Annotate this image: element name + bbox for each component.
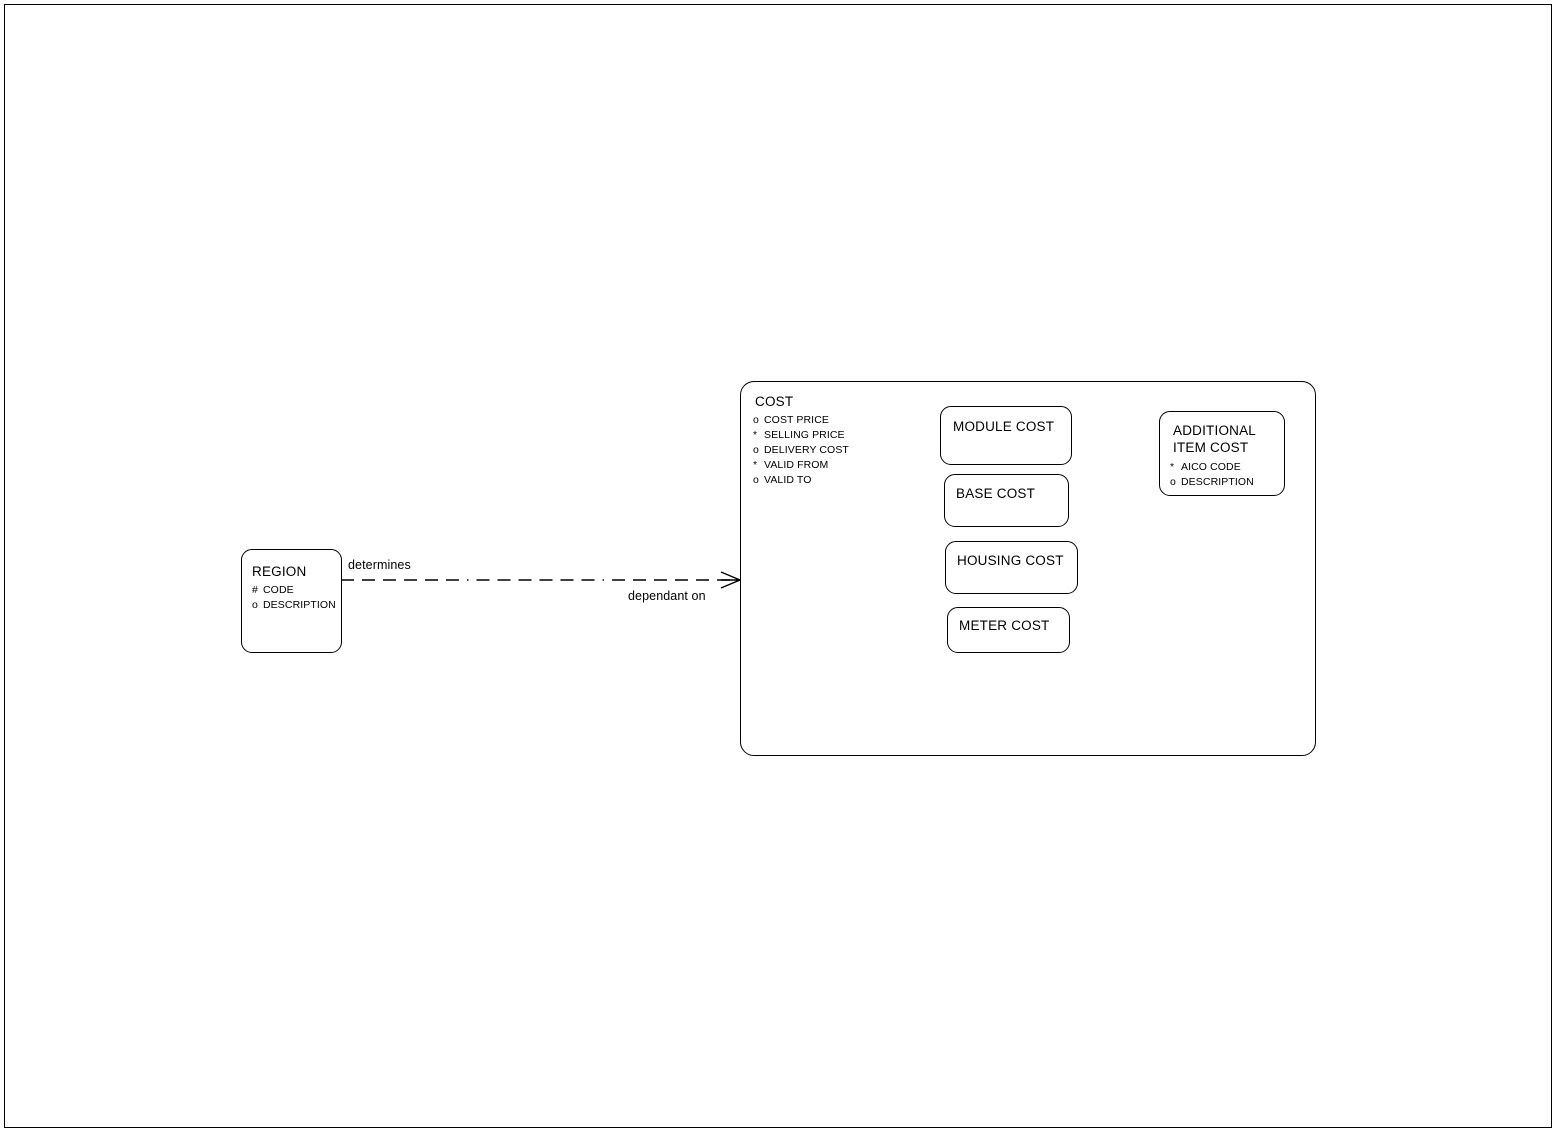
entity-region-title: REGION [252,564,307,579]
attribute-marker: # [252,584,258,596]
attribute-marker: * [1170,461,1175,473]
entity-title-line-2: ITEM COST [1173,439,1249,455]
attribute-marker: o [753,414,759,426]
attribute-label: DESCRIPTION [263,599,336,611]
attribute-marker: * [753,459,758,471]
entity-region[interactable]: REGION # CODE o DESCRIPTION [241,549,342,653]
entity-additional-item-cost-title: ADDITIONAL ITEM COST [1173,423,1256,456]
attribute-label: SELLING PRICE [764,429,845,441]
entity-housing-cost-title: HOUSING COST [957,553,1064,568]
attribute-row: o VALID TO [753,473,849,488]
attribute-row: * VALID FROM [753,458,849,473]
entity-housing-cost[interactable]: HOUSING COST [945,541,1078,594]
attribute-marker: o [252,599,258,611]
entity-cost-title: COST [755,394,794,409]
attribute-label: DELIVERY COST [764,444,849,456]
entity-module-cost-title: MODULE COST [953,419,1055,434]
entity-module-cost[interactable]: MODULE COST [940,406,1072,465]
attribute-marker: o [753,444,759,456]
entity-region-attributes: # CODE o DESCRIPTION [252,583,336,613]
attribute-row: o DELIVERY COST [753,443,849,458]
attribute-label: VALID FROM [764,459,829,471]
attribute-label: AICO CODE [1181,461,1241,473]
attribute-marker: o [1170,476,1176,488]
entity-meter-cost[interactable]: METER COST [947,607,1070,653]
attribute-row: o COST PRICE [753,413,849,428]
entity-base-cost-title: BASE COST [956,486,1036,501]
entity-meter-cost-title: METER COST [959,618,1050,633]
relationship-label-determines: determines [348,558,411,572]
relationship-label-dependant-on: dependant on [628,589,706,603]
entity-additional-item-cost[interactable]: ADDITIONAL ITEM COST * AICO CODE o DESCRIP… [1159,411,1285,496]
page-frame [4,4,1552,1128]
entity-base-cost[interactable]: BASE COST [944,474,1069,527]
attribute-row: o DESCRIPTION [1170,475,1254,490]
attribute-row: o DESCRIPTION [252,598,336,613]
attribute-row: * AICO CODE [1170,460,1254,475]
attribute-label: VALID TO [764,474,812,486]
entity-additional-item-cost-attributes: * AICO CODE o DESCRIPTION [1170,460,1254,490]
attribute-label: DESCRIPTION [1181,476,1254,488]
relationship-region-cost[interactable] [335,560,750,605]
attribute-row: * SELLING PRICE [753,428,849,443]
entity-title-line-1: ADDITIONAL [1173,423,1257,438]
attribute-label: CODE [263,584,294,596]
attribute-marker: o [753,474,759,486]
attribute-marker: * [753,429,758,441]
attribute-row: # CODE [252,583,336,598]
crows-foot-icon [720,571,741,589]
attribute-label: COST PRICE [764,414,829,426]
